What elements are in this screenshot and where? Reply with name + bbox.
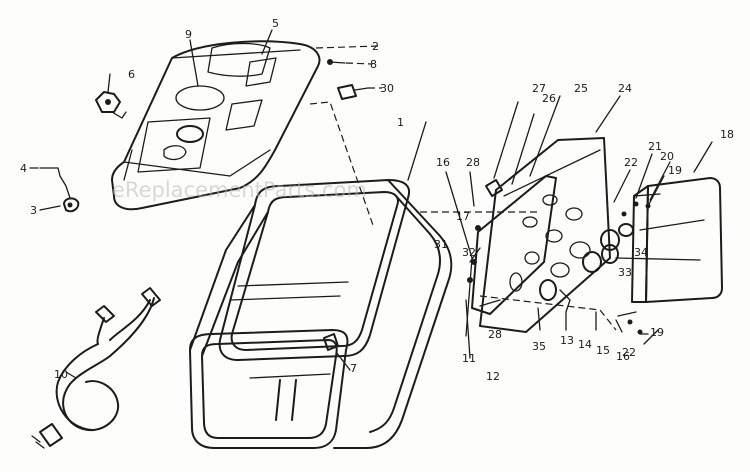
callout-17: 17 — [456, 210, 470, 223]
callout-5: 5 — [272, 17, 279, 30]
callout-22-a: 22 — [624, 156, 638, 169]
callout-19-b: 19 — [650, 326, 664, 339]
callout-7: 7 — [350, 362, 357, 375]
tank-bolt — [327, 59, 346, 65]
callout-25: 25 — [574, 82, 588, 95]
callout-10: 10 — [54, 368, 68, 381]
watermark: eReplacementParts.com — [112, 178, 367, 202]
callout-35: 35 — [532, 340, 546, 353]
callout-9: 9 — [185, 28, 192, 41]
callout-24: 24 — [618, 82, 632, 95]
callout-26: 26 — [542, 92, 556, 105]
fuel-cap — [95, 91, 127, 119]
callout-32: 32 — [462, 246, 476, 259]
callout-15: 15 — [596, 344, 610, 357]
panel-cover — [631, 177, 723, 303]
callout-34: 34 — [634, 246, 648, 259]
callout-14: 14 — [578, 338, 592, 351]
callout-3: 3 — [30, 204, 37, 217]
callout-31: 31 — [434, 238, 448, 251]
callout-30: 30 — [380, 82, 394, 95]
fuel-line-fitting — [39, 167, 71, 199]
callout-12: 12 — [486, 370, 500, 383]
callout-8: 8 — [370, 58, 377, 71]
panel-hardware — [467, 179, 651, 335]
callout-27: 27 — [532, 82, 546, 95]
callout-16-b: 16 — [616, 350, 630, 363]
callout-18: 18 — [720, 128, 734, 141]
leader-lines — [29, 29, 713, 379]
battery-charging-cable — [31, 287, 161, 449]
callout-4: 4 — [20, 162, 27, 175]
watermark-text: eReplacementParts.com — [112, 178, 367, 202]
callout-28-a: 28 — [466, 156, 480, 169]
callout-labels: 1 2 3 4 5 6 7 8 9 10 11 12 13 14 15 16 1… — [20, 17, 734, 383]
callout-11: 11 — [462, 352, 476, 365]
tank-bracket — [337, 84, 369, 100]
callout-19-a: 19 — [668, 164, 682, 177]
callout-6: 6 — [128, 68, 135, 81]
hose-clamp — [63, 197, 80, 213]
callout-1: 1 — [397, 116, 404, 129]
callout-13: 13 — [560, 334, 574, 347]
tubular-frame — [189, 179, 453, 449]
callout-33: 33 — [618, 266, 632, 279]
callout-20: 20 — [660, 150, 674, 163]
callout-22-b: 22 — [622, 346, 636, 359]
callout-2: 2 — [372, 40, 379, 53]
control-panel — [471, 137, 620, 333]
callout-28-b: 28 — [488, 328, 502, 341]
callout-16-a: 16 — [436, 156, 450, 169]
callout-21: 21 — [648, 140, 662, 153]
